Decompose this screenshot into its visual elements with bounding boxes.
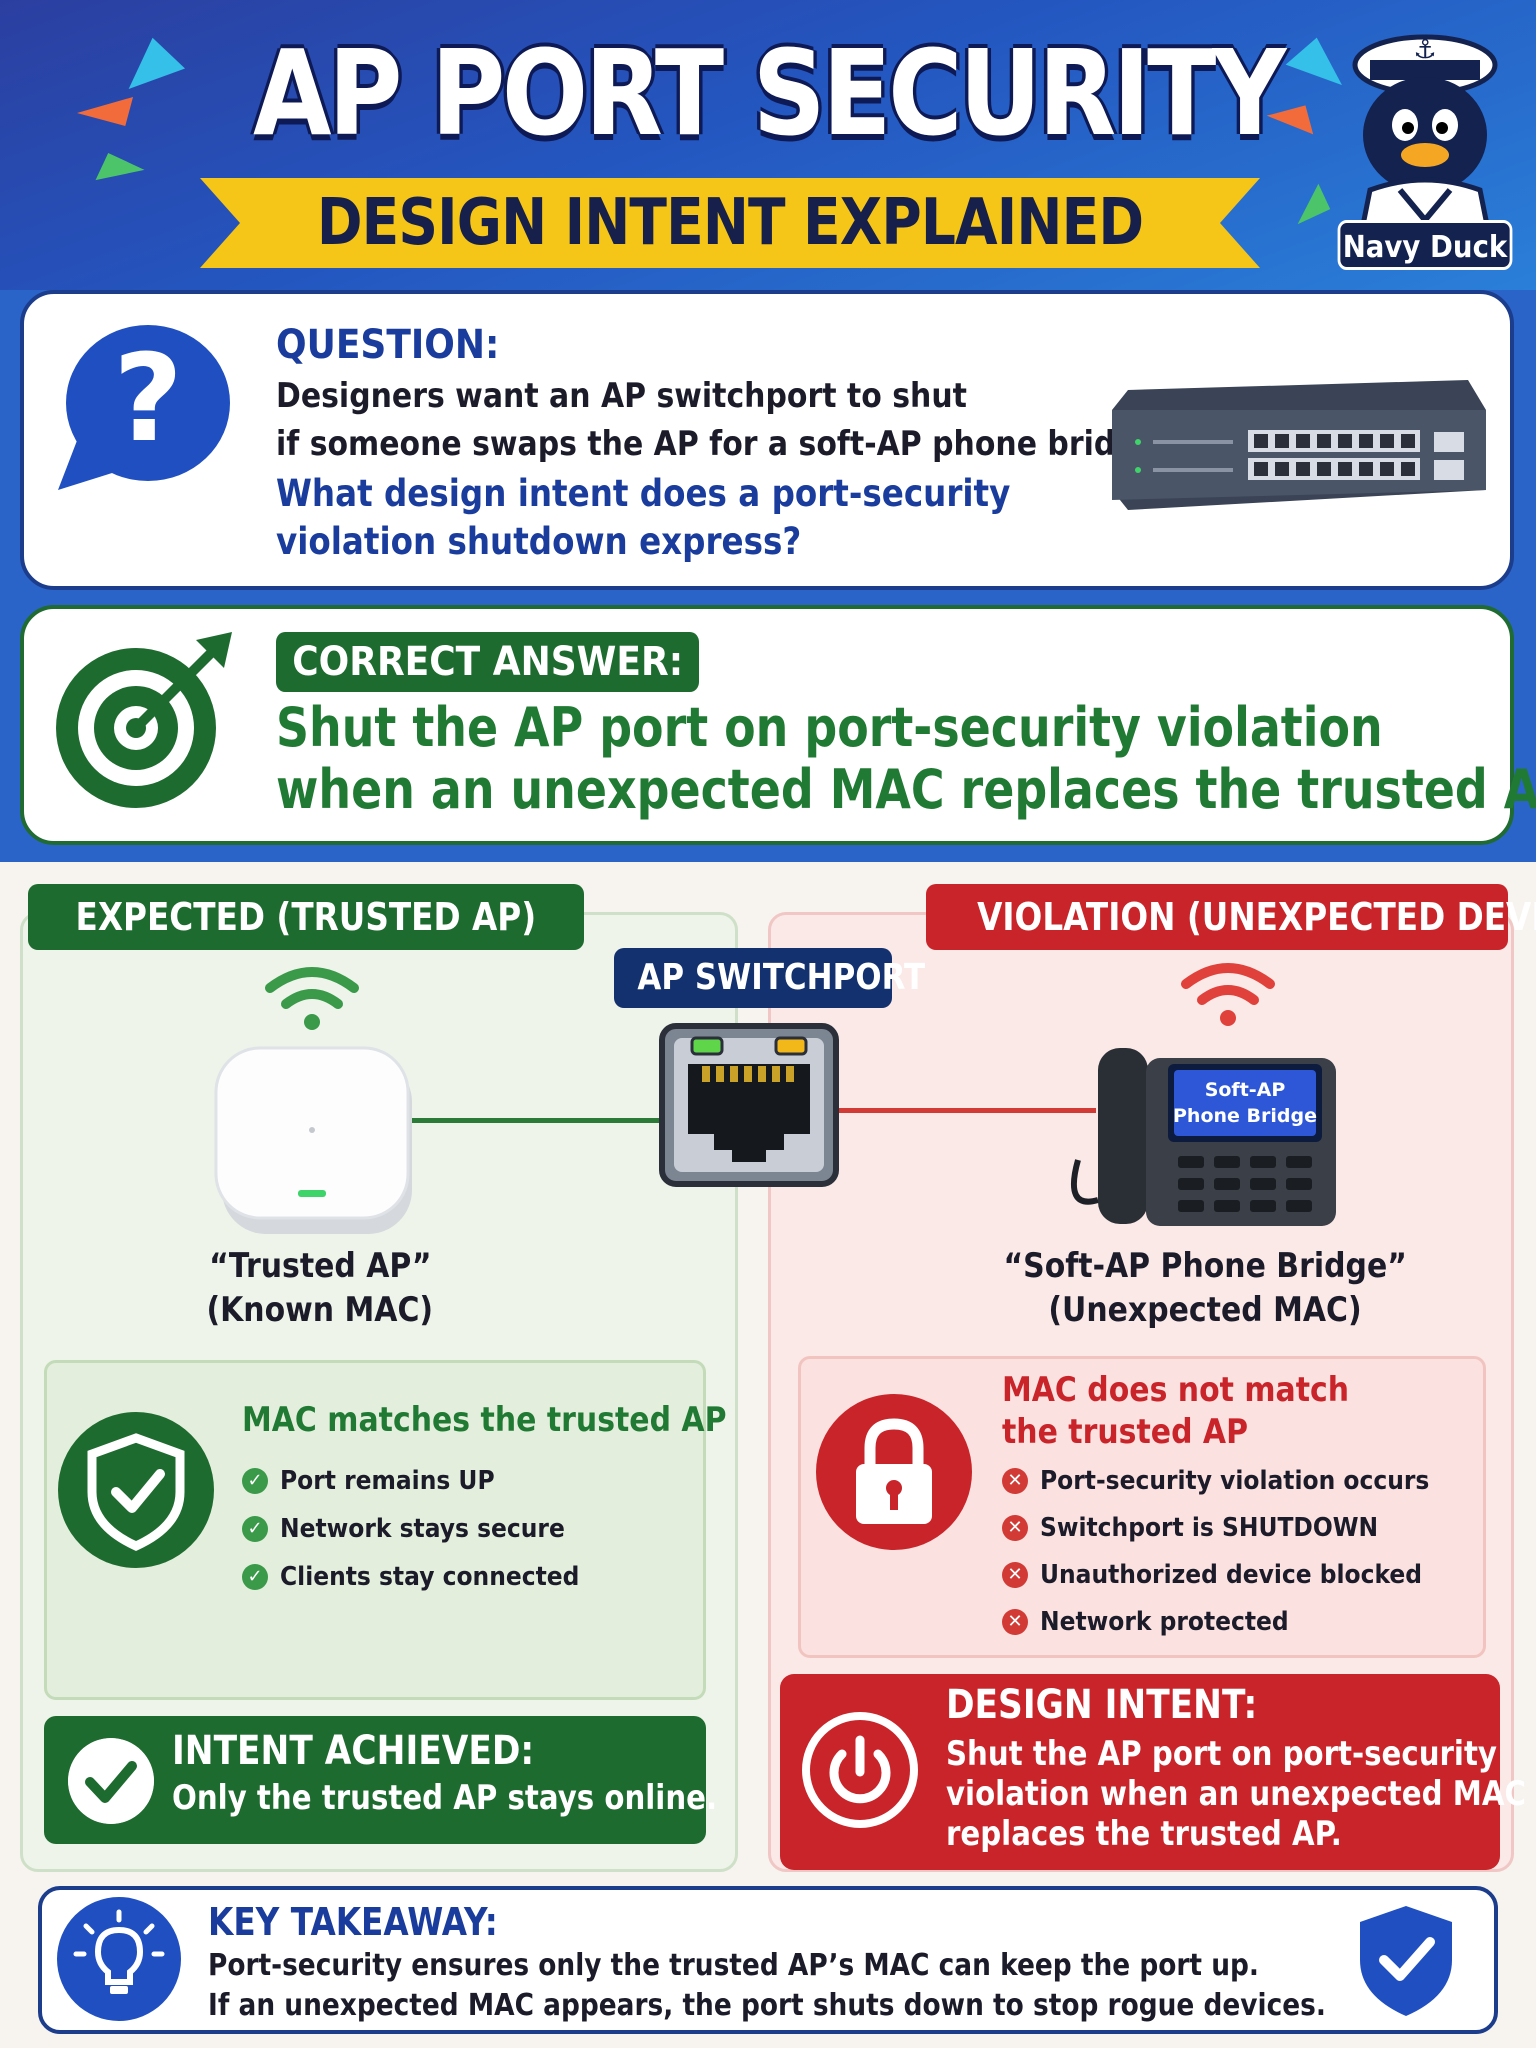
access-point-icon xyxy=(214,1046,412,1234)
violation-link-cable xyxy=(836,1108,1096,1113)
question-line: if someone swaps the AP for a soft-AP ph… xyxy=(276,424,1169,464)
phone-bridge-icon: Soft-AP Phone Bridge xyxy=(1071,1048,1336,1226)
violation-status-item: ✕Unauthorized device blocked xyxy=(1002,1560,1464,1590)
shield-check-icon xyxy=(58,1412,214,1568)
wifi-icon xyxy=(265,967,359,1030)
lightbulb-icon xyxy=(57,1897,181,2021)
lock-icon xyxy=(816,1394,972,1550)
answer-line: when an unexpected MAC replaces the trus… xyxy=(276,758,1536,821)
design-intent-text: Shut the AP port on port-security xyxy=(946,1734,1497,1774)
network-switch-icon xyxy=(1112,380,1486,510)
ethernet-port-icon xyxy=(659,1023,839,1187)
shield-check-icon xyxy=(1360,1906,1452,2016)
key-takeaway-title: KEY TAKEAWAY: xyxy=(208,1900,498,1944)
design-intent-box xyxy=(780,1674,1500,1870)
intent-achieved-box xyxy=(44,1716,706,1844)
question-emphasis: What design intent does a port-security xyxy=(276,472,1011,515)
wifi-icon xyxy=(1181,963,1275,1026)
violation-status-title: the trusted AP xyxy=(1002,1412,1249,1452)
phone-bridge-mac-caption: (Unexpected MAC) xyxy=(1048,1290,1362,1330)
svg-text:?: ? xyxy=(113,330,183,469)
expected-status-title: MAC matches the trusted AP xyxy=(242,1400,727,1440)
key-takeaway-card xyxy=(38,1886,1498,2034)
answer-line: Shut the AP port on port-security violat… xyxy=(276,696,1383,759)
check-circle-icon xyxy=(68,1738,154,1824)
navy-duck-mascot-icon: ⚓ xyxy=(1352,34,1498,243)
violation-status-item: ✕Network protected xyxy=(1002,1607,1316,1637)
answer-badge: CORRECT ANSWER: xyxy=(276,632,700,692)
power-icon xyxy=(802,1712,918,1828)
question-bubble-icon: ? xyxy=(58,325,230,490)
trusted-ap-caption: “Trusted AP” xyxy=(208,1246,432,1286)
mascot-label: Navy Duck xyxy=(1337,220,1513,270)
expected-label: EXPECTED (TRUSTED AP) xyxy=(28,884,584,950)
answer-card xyxy=(20,605,1514,845)
question-emphasis: violation shutdown express? xyxy=(276,520,802,563)
intent-achieved-text: Only the trusted AP stays online. xyxy=(172,1778,718,1818)
switchport-label: AP SWITCHPORT xyxy=(614,948,925,1008)
expected-status-item: ✓Network stays secure xyxy=(242,1514,596,1544)
design-intent-text: replaces the trusted AP. xyxy=(946,1814,1342,1854)
check-icon: ✓ xyxy=(242,1516,268,1542)
x-icon: ✕ xyxy=(1002,1515,1028,1541)
design-intent-text: violation when an unexpected MAC xyxy=(946,1774,1526,1814)
page-subtitle: DESIGN INTENT EXPLAINED xyxy=(316,186,1144,260)
svg-text:⚓: ⚓ xyxy=(1413,35,1436,65)
question-line: Designers want an AP switchport to shut xyxy=(276,376,967,416)
phone-screen-text: Soft-AP xyxy=(1205,1079,1286,1101)
intent-achieved-title: INTENT ACHIEVED: xyxy=(172,1728,535,1774)
key-takeaway-text: Port-security ensures only the trusted A… xyxy=(208,1948,1259,1983)
check-icon: ✓ xyxy=(242,1468,268,1494)
question-heading: QUESTION: xyxy=(276,322,500,368)
expected-status-item: ✓Port remains UP xyxy=(242,1466,518,1496)
violation-status-item: ✕Port-security violation occurs xyxy=(1002,1466,1473,1496)
check-icon: ✓ xyxy=(242,1564,268,1590)
subtitle-ribbon xyxy=(200,178,1260,268)
key-takeaway-text: If an unexpected MAC appears, the port s… xyxy=(208,1988,1326,2023)
x-icon: ✕ xyxy=(1002,1468,1028,1494)
x-icon: ✕ xyxy=(1002,1562,1028,1588)
expected-status-item: ✓Clients stay connected xyxy=(242,1562,613,1592)
violation-status-title: MAC does not match xyxy=(1002,1370,1350,1410)
x-icon: ✕ xyxy=(1002,1609,1028,1635)
target-icon xyxy=(56,632,232,808)
trusted-ap-mac-caption: (Known MAC) xyxy=(206,1290,434,1330)
page-title: AP PORT SECURITY xyxy=(253,24,1286,162)
violation-label: VIOLATION (UNEXPECTED DEVICE) xyxy=(926,884,1536,950)
violation-status-item: ✕Switchport is SHUTDOWN xyxy=(1002,1513,1416,1543)
phone-screen-text: Phone Bridge xyxy=(1173,1105,1317,1127)
phone-bridge-caption: “Soft-AP Phone Bridge” xyxy=(1003,1246,1407,1286)
trusted-link-cable xyxy=(410,1118,666,1123)
design-intent-title: DESIGN INTENT: xyxy=(946,1682,1258,1728)
